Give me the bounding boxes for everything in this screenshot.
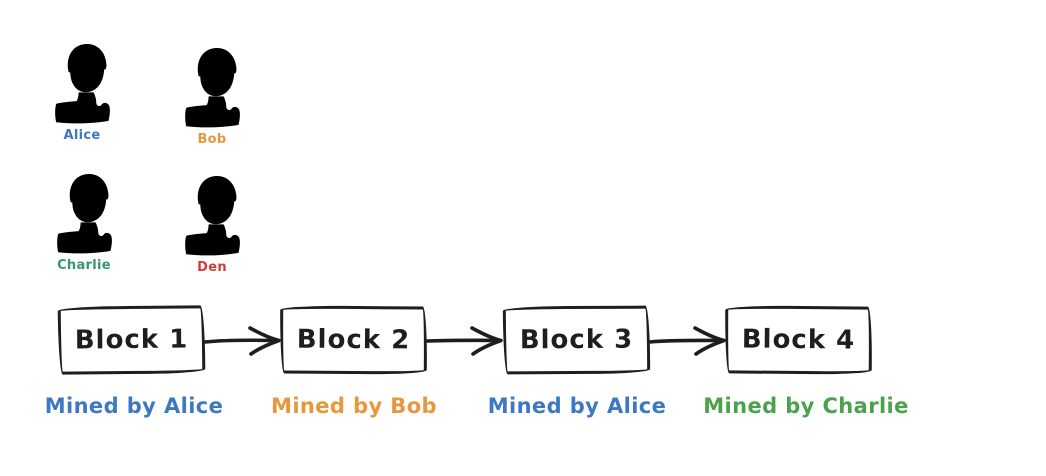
miner-label-block-1: Mined by Alice	[44, 394, 224, 418]
person-icon	[185, 47, 240, 128]
person-icon	[55, 43, 110, 124]
block-1: Block 1	[57, 305, 206, 375]
actor-name-label: Bob	[197, 132, 227, 147]
block-label: Block 3	[519, 324, 634, 356]
actor-figure-bob: Bob	[166, 44, 258, 147]
person-icon	[185, 175, 240, 256]
arrow-right-icon	[203, 326, 281, 356]
actor-name-label: Charlie	[57, 258, 111, 273]
block-label: Block 2	[296, 324, 411, 356]
block-label: Block 1	[74, 324, 189, 356]
person-icon	[57, 173, 112, 254]
miner-label-block-3: Mined by Alice	[487, 394, 667, 418]
block-label: Block 4	[741, 324, 856, 356]
arrow-right-icon	[648, 326, 726, 356]
miner-label-block-2: Mined by Bob	[271, 394, 437, 418]
actor-name-label: Alice	[63, 128, 101, 143]
block-4: Block 4	[724, 305, 873, 375]
miner-label-block-4: Mined by Charlie	[703, 394, 909, 418]
actor-figure-charlie: Charlie	[38, 170, 130, 273]
block-2: Block 2	[279, 305, 428, 375]
block-3: Block 3	[502, 305, 651, 375]
actor-name-label: Den	[197, 260, 227, 275]
actor-figure-den: Den	[166, 172, 258, 275]
actor-figure-alice: Alice	[36, 40, 128, 143]
arrow-right-icon	[425, 326, 503, 356]
